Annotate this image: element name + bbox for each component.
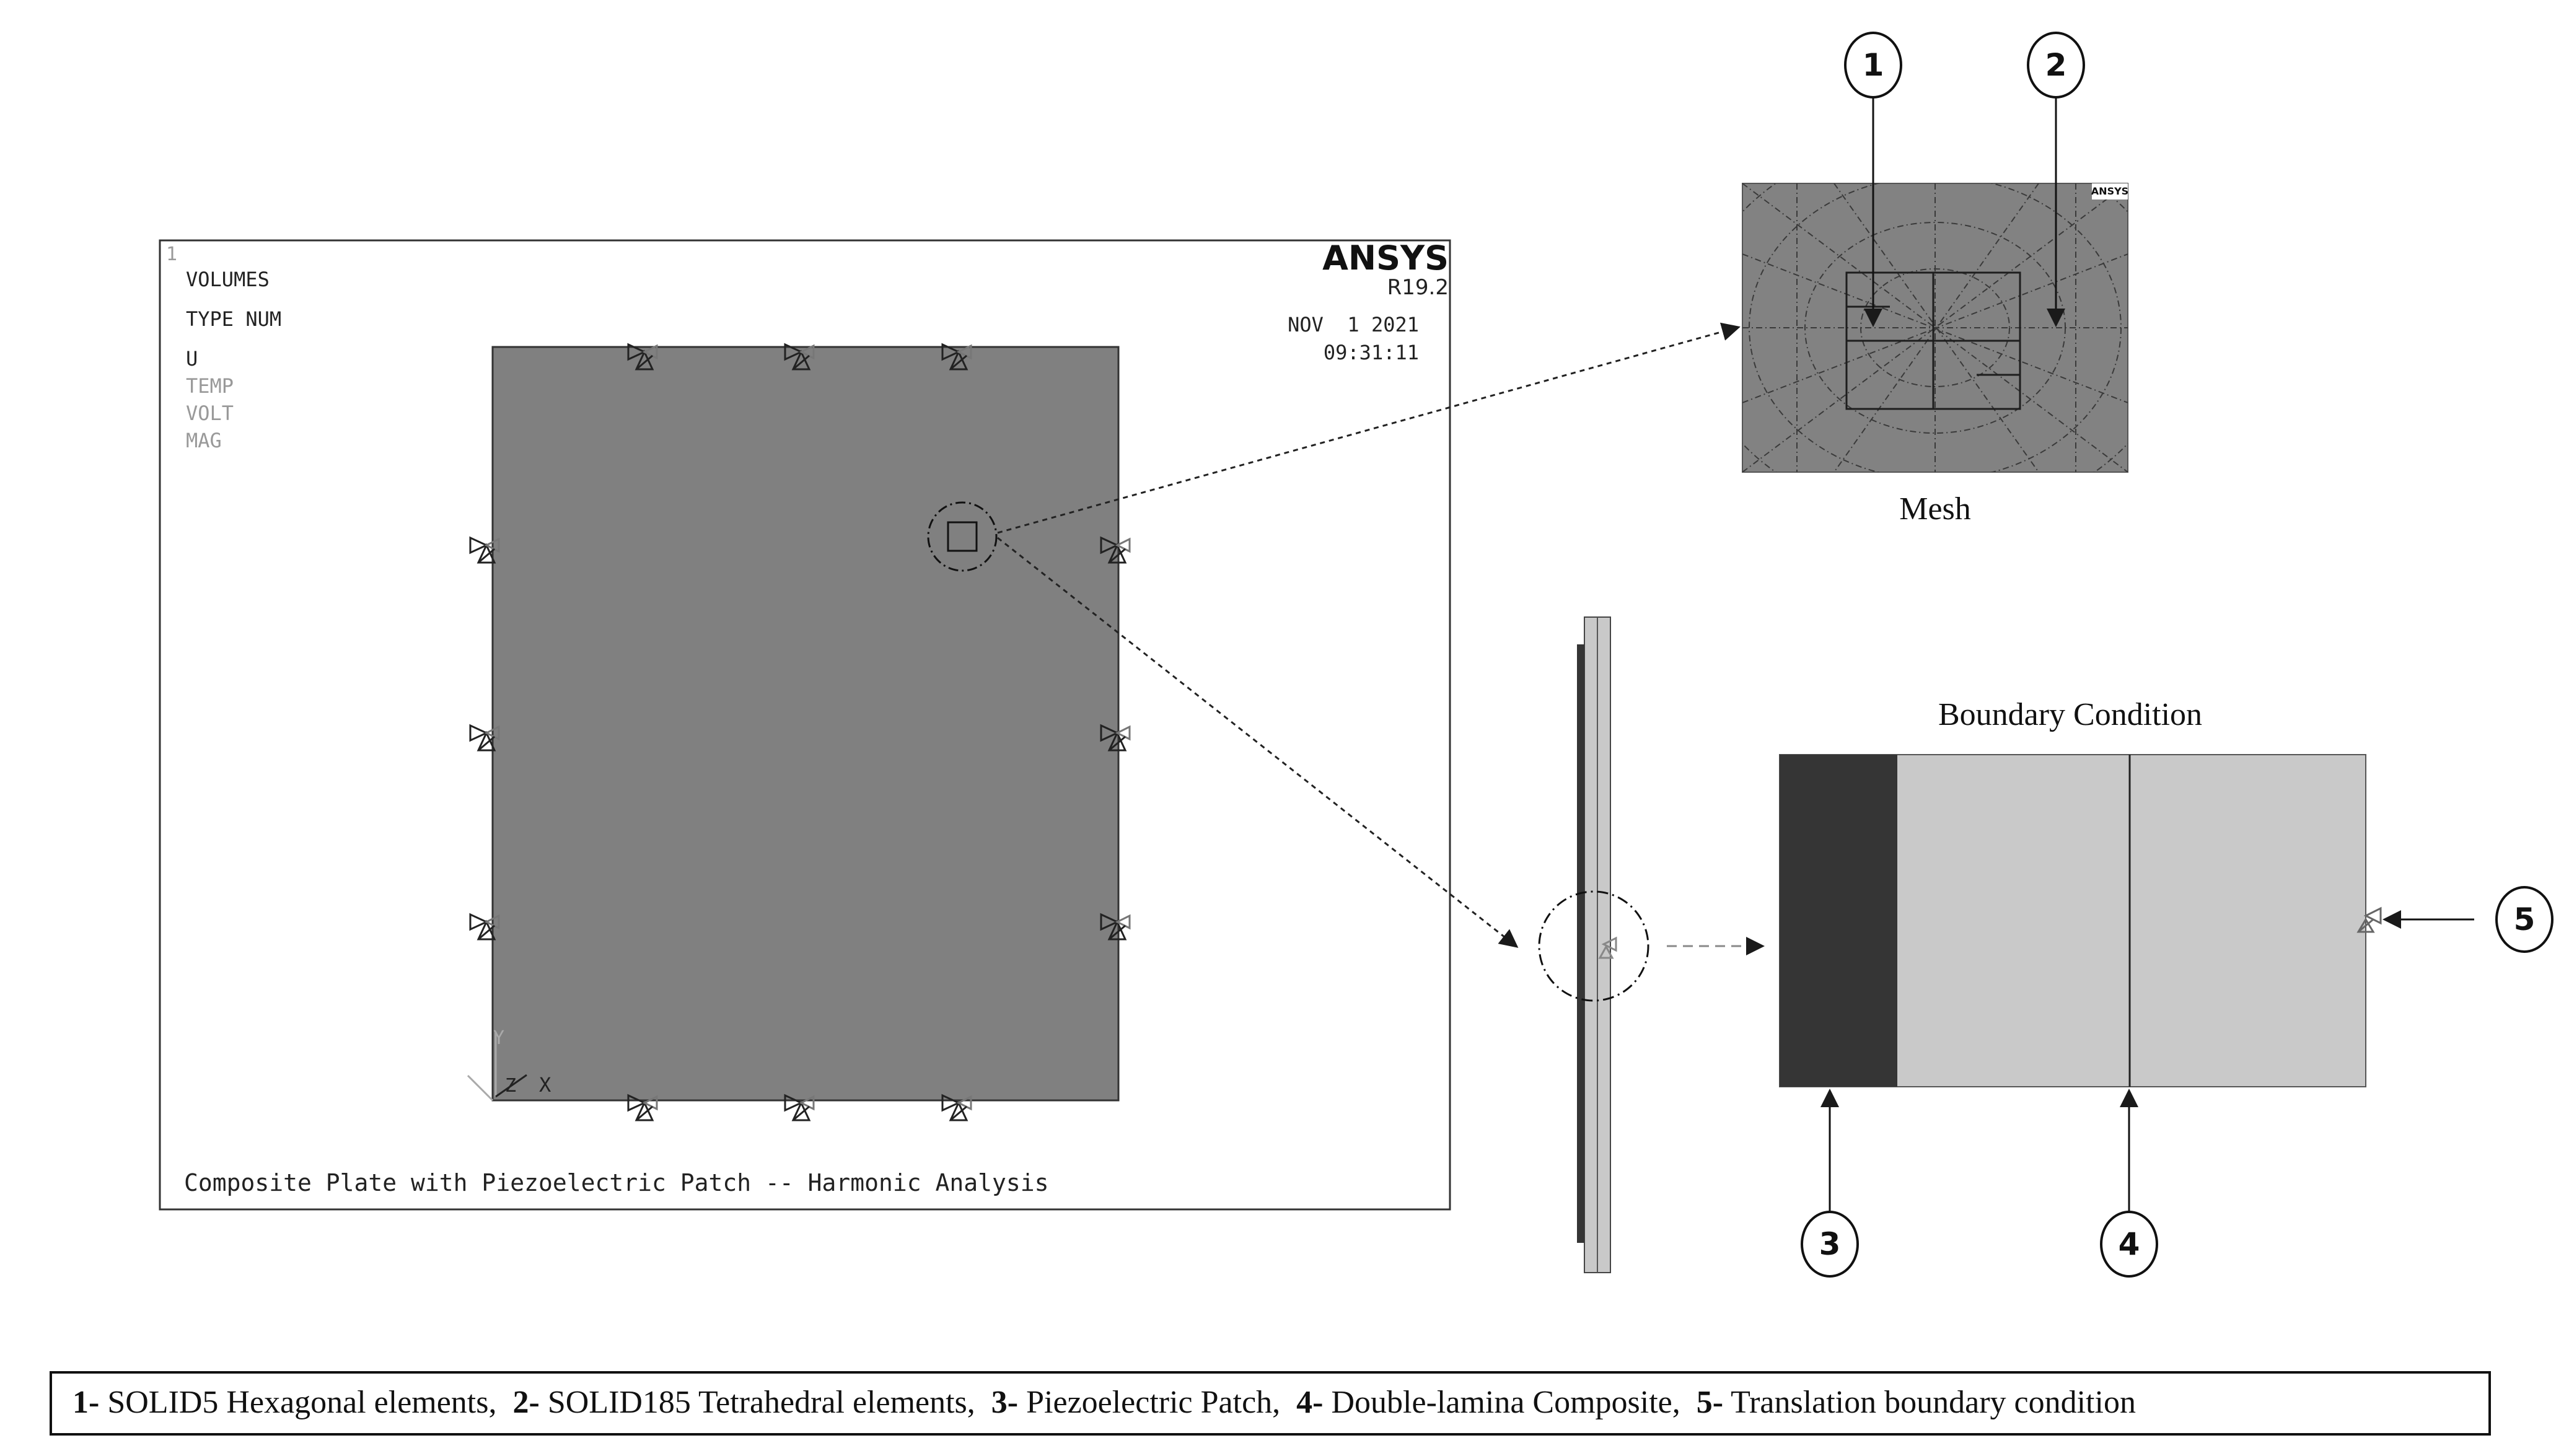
detail-piezo-patch [1780,755,1897,1087]
piezo-patch-outline [947,521,978,552]
dash-dot-circle [927,501,998,572]
mesh-inset-logo-box [2092,183,2128,200]
callout-2-label: 2 [2045,47,2067,83]
bc-symbol [627,343,658,371]
section-zoom-circle [1538,890,1649,1002]
bc-symbol [784,343,815,371]
section-view [1538,616,1765,1273]
callout-1: 1 [1844,32,1902,327]
bc-symbol [1100,724,1131,752]
piezo-patch-highlight [927,501,998,572]
ansys-window: 1 VOLUMES TYPE NUM U TEMP VOLT MAG ANSYS… [159,239,1451,1211]
bc-symbol [1100,536,1131,564]
callout-4: 4 [2100,1089,2158,1278]
boundary-title: Boundary Condition [1938,697,2202,732]
boundary-panel: Boundary Condition [1779,697,2382,1087]
legend-temp: TEMP [186,374,234,398]
bc-symbol [469,536,500,564]
bc-symbol [784,1094,815,1121]
axis-label-y: Y [493,1027,504,1049]
leader-to-section [997,537,1519,948]
bc-symbol [469,913,500,941]
callout-1-label: 1 [1863,47,1884,83]
composite-plate [491,346,1120,1102]
legend-num-3: 3- [991,1385,1018,1420]
legend-text-5: Translation boundary condition [1731,1385,2136,1420]
legend-type-num: TYPE NUM [186,307,281,331]
legend-text-3: Piezoelectric Patch, [1026,1385,1280,1420]
mesh-inset-brand: ANSYS [2091,185,2128,197]
legend-num-1: 1- [72,1385,99,1420]
section-patch [1577,644,1584,1243]
axis-label-x: X [539,1073,551,1097]
bc-symbol [941,1094,972,1121]
mesh-label: Mesh [1899,491,1971,527]
axis-label-z: Z [505,1075,516,1097]
boundary-condition-symbols [469,343,1131,1121]
ansys-time: 09:31:11 [1324,341,1419,364]
bc-symbol [469,724,500,752]
detail-bc-symbol [2356,906,2382,933]
callout-3-label: 3 [1819,1226,1841,1262]
section-bc-symbol [1598,936,1617,959]
hex-mesh-grid [1845,271,2021,410]
bc-symbol [1100,913,1131,941]
legend-num-4: 4- [1296,1385,1323,1420]
mesh-panel: ANSYS Mesh [1742,183,2128,527]
legend-num-5: 5- [1697,1385,1723,1420]
mesh-lines [1742,183,2128,472]
legend-frame [50,1371,2491,1436]
legend-u: U [186,347,198,371]
legend-text: 1- SOLID5 Hexagonal elements, 2- SOLID18… [72,1385,2136,1420]
callout-5-label: 5 [2514,901,2536,937]
ansys-caption: Composite Plate with Piezoelectric Patch… [184,1169,1049,1196]
callout-5: 5 [2382,886,2554,953]
ansys-brand: ANSYS [1322,239,1449,278]
callout-3: 3 [1801,1089,1859,1278]
callout-4-label: 4 [2119,1226,2140,1262]
window-number: 1 [166,243,177,265]
legend-volumes: VOLUMES [186,268,270,291]
coordinate-triad: Y Z X [467,1027,551,1102]
legend-text-2: SOLID185 Tetrahedral elements, [548,1385,975,1420]
legend-mag: MAG [186,429,222,452]
leader-to-mesh [997,322,1741,534]
bc-symbol [627,1094,658,1121]
ansys-date: NOV 1 2021 [1288,313,1419,336]
callout-2: 2 [2027,32,2085,327]
legend-text-1: SOLID5 Hexagonal elements, [107,1385,496,1420]
legend-volt: VOLT [186,401,234,425]
legend-text-4: Double-lamina Composite, [1332,1385,1680,1420]
bc-symbol [941,343,972,371]
ansys-version: R19.2 [1387,275,1449,300]
legend-box: 1- SOLID5 Hexagonal elements, 2- SOLID18… [50,1371,2491,1436]
legend-num-2: 2- [513,1385,540,1420]
